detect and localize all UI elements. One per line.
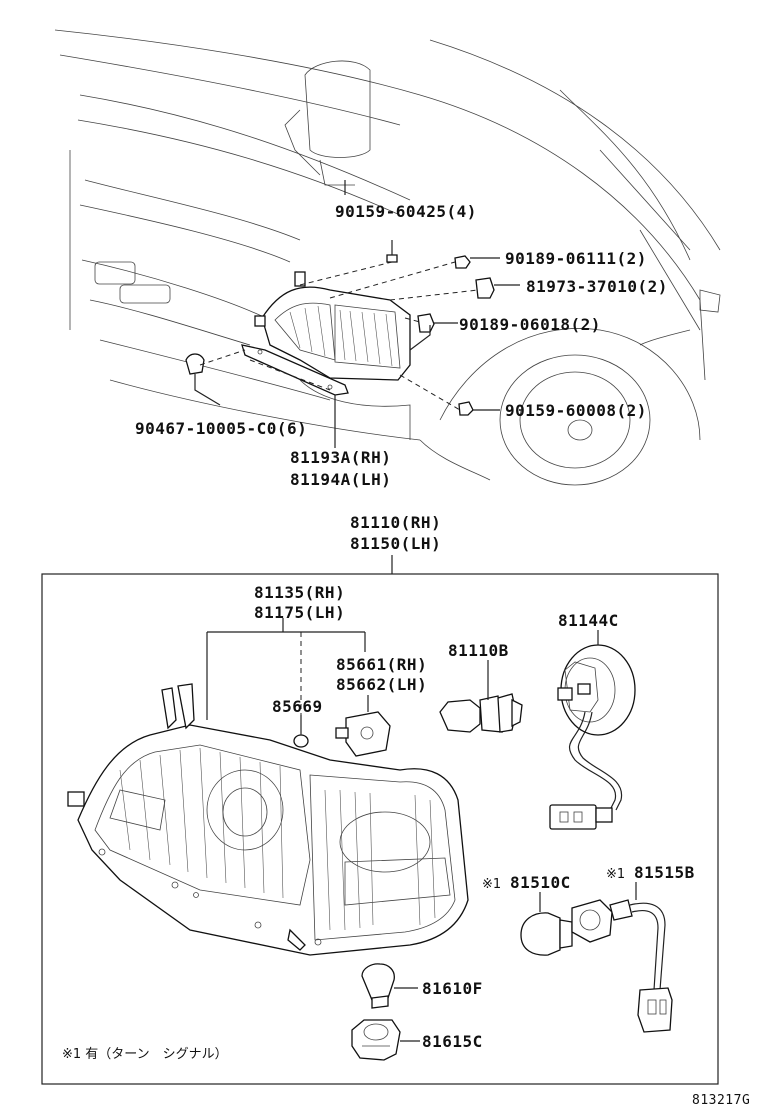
bulb-81510C bbox=[520, 912, 573, 956]
label-81194A: 81194A(LH) bbox=[290, 470, 391, 489]
vehicle-body-outline bbox=[54, 29, 721, 486]
upper-labels: 90159-60425(4) 90189-06111(2) 81973-3701… bbox=[135, 202, 668, 553]
footnote: ※1 有（ターン シグナル） bbox=[62, 1047, 228, 1062]
label-90159-60425: 90159-60425(4) bbox=[335, 202, 477, 221]
upper-leader-lines bbox=[194, 180, 520, 574]
label-81144C: 81144C bbox=[558, 611, 619, 630]
label-81175: 81175(LH) bbox=[254, 603, 345, 622]
label-81110B: 81110B bbox=[448, 641, 509, 660]
socket-81615C bbox=[351, 1019, 401, 1061]
o-ring-85669 bbox=[293, 734, 309, 748]
label-81135: 81135(RH) bbox=[254, 583, 345, 602]
label-81973-37010: 81973-37010(2) bbox=[526, 277, 668, 296]
cover-81144C bbox=[549, 644, 636, 830]
socket-85661 bbox=[335, 711, 391, 757]
label-90467-10005: 90467-10005-C0(6) bbox=[135, 419, 307, 438]
label-81615C: 81615C bbox=[422, 1032, 483, 1051]
label-85669: 85669 bbox=[272, 697, 323, 716]
label-85661: 85661(RH) bbox=[336, 655, 427, 674]
upper-assembly-lines bbox=[199, 261, 479, 411]
note-mark-81515B: ※1 bbox=[606, 867, 625, 882]
label-90159-60008: 90159-60008(2) bbox=[505, 401, 647, 420]
note-mark-81510C: ※1 bbox=[482, 877, 501, 892]
bulb-81110B bbox=[439, 693, 523, 733]
label-81610F: 81610F bbox=[422, 979, 483, 998]
headlamp-unit bbox=[67, 683, 469, 956]
label-81515B: 81515B bbox=[634, 863, 695, 882]
label-81193A: 81193A(RH) bbox=[290, 448, 391, 467]
label-90189-06111: 90189-06111(2) bbox=[505, 249, 647, 268]
upper-headlamp-illustration bbox=[241, 271, 411, 440]
lower-labels: 81135(RH) 81175(LH) 85661(RH) 85662(LH) … bbox=[62, 583, 695, 1062]
socket-81515B bbox=[571, 899, 673, 1033]
label-81110: 81110(RH) bbox=[350, 513, 441, 532]
label-81150: 81150(LH) bbox=[350, 534, 441, 553]
label-85662: 85662(LH) bbox=[336, 675, 427, 694]
upper-fasteners bbox=[185, 240, 495, 416]
assembly-box bbox=[41, 573, 719, 1085]
lower-leader-lines bbox=[206, 618, 637, 1042]
diagram-id: 813217G bbox=[692, 1093, 750, 1108]
label-81510C: 81510C bbox=[510, 873, 571, 892]
label-90189-06018: 90189-06018(2) bbox=[459, 315, 601, 334]
bulb-81610F bbox=[361, 963, 395, 1009]
